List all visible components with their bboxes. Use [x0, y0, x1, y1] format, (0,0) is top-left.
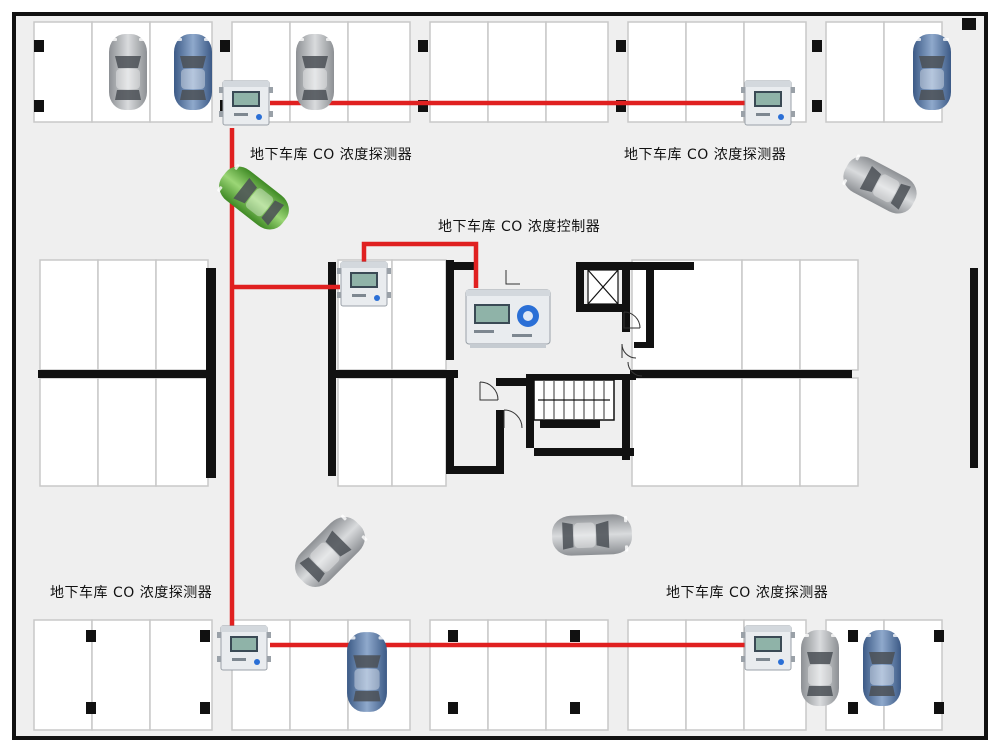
detector-label-top-right: 地下车库 CO 浓度探测器	[624, 147, 787, 163]
left-middle-stalls	[39, 259, 209, 487]
detector-label-bottom-left: 地下车库 CO 浓度探测器	[50, 585, 213, 601]
elevator-icon	[587, 269, 619, 305]
door-swing-icon	[479, 270, 643, 429]
top-columns	[34, 18, 976, 112]
center-left-stalls	[337, 259, 447, 487]
co-controller-icon	[465, 289, 551, 348]
bottom-columns	[86, 630, 944, 714]
controller-label: 地下车库 CO 浓度控制器	[438, 219, 601, 235]
left-middle-walls	[38, 268, 216, 478]
detector-label-bottom-right: 地下车库 CO 浓度探测器	[666, 585, 829, 601]
top-parking-row	[33, 21, 943, 123]
core-walls	[328, 260, 978, 476]
detector-label-top-left: 地下车库 CO 浓度探测器	[250, 147, 413, 163]
stairs-icon	[533, 379, 615, 421]
